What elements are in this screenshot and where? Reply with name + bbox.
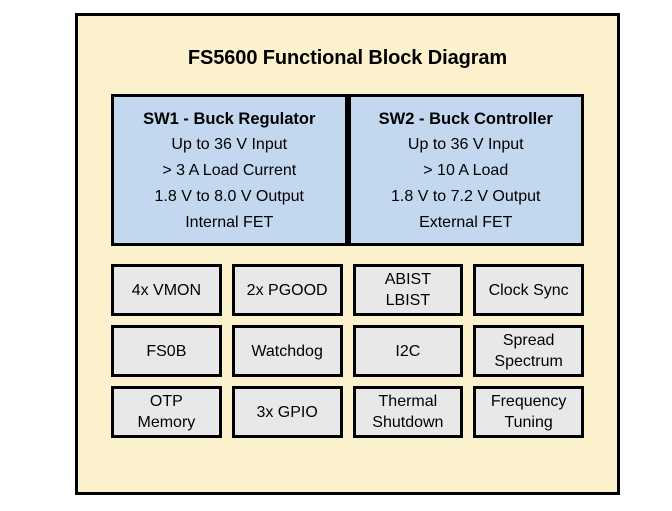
functional-block-diagram: FS5600 Functional Block Diagram SW1 - Bu… — [75, 13, 620, 495]
regulator-block-spec: > 3 A Load Current — [162, 162, 297, 179]
feature-block-pgood: 2x PGOOD — [231, 264, 343, 316]
feature-block-label: FS0B — [146, 342, 187, 360]
feature-block-clock-sync: Clock Sync — [473, 264, 584, 316]
feature-block-label: LBIST — [385, 292, 431, 309]
feature-block-label: Clock Sync — [488, 281, 569, 299]
feature-block-label: 4x VMON — [131, 281, 202, 299]
feature-block-fs0b: FS0B — [111, 325, 222, 377]
feature-block-label: Tuning — [504, 414, 553, 431]
regulator-block-spec: Up to 36 V Input — [171, 136, 288, 153]
regulator-block-spec: 1.8 V to 8.0 V Output — [154, 188, 304, 205]
regulator-block-sw2: SW2 - Buck Controller Up to 36 V Input > 1… — [347, 94, 584, 246]
feature-block-label: Watchdog — [251, 342, 323, 360]
regulator-block-spec: External FET — [419, 214, 513, 231]
feature-block-label: Spectrum — [494, 353, 563, 370]
feature-block-label: Spread — [502, 332, 555, 349]
regulator-block-title: SW1 - Buck Regulator — [143, 110, 316, 128]
regulator-block-spec: Internal FET — [185, 214, 274, 231]
feature-block-gpio: 3x GPIO — [231, 386, 343, 438]
feature-block-i2c: I2C — [352, 325, 464, 377]
feature-block-label: ABIST — [384, 271, 431, 288]
feature-row: 4x VMON 2x PGOOD ABIST LBIST Clock Sync — [111, 264, 584, 316]
feature-block-vmon: 4x VMON — [111, 264, 222, 316]
diagram-title: FS5600 Functional Block Diagram — [187, 47, 508, 69]
regulator-block-spec: Up to 36 V Input — [407, 136, 524, 153]
regulator-block-title: SW2 - Buck Controller — [378, 110, 553, 128]
feature-block-abist-lbist: ABIST LBIST — [352, 264, 464, 316]
feature-block-label: I2C — [395, 342, 421, 360]
feature-block-label: 2x PGOOD — [246, 281, 328, 299]
feature-block-label: 3x GPIO — [256, 403, 318, 421]
regulator-block-row: SW1 - Buck Regulator Up to 36 V Input > 3 … — [111, 94, 584, 246]
feature-block-label: Shutdown — [372, 414, 444, 431]
feature-block-label: OTP — [149, 393, 183, 410]
regulator-block-sw1: SW1 - Buck Regulator Up to 36 V Input > 3 … — [111, 94, 348, 246]
regulator-block-spec: 1.8 V to 7.2 V Output — [391, 188, 541, 205]
feature-block-watchdog: Watchdog — [231, 325, 343, 377]
feature-block-label: Thermal — [378, 393, 438, 410]
regulator-block-spec: > 10 A Load — [423, 162, 509, 179]
feature-block-otp-memory: OTP Memory — [111, 386, 222, 438]
feature-block-label: Frequency — [490, 393, 567, 410]
feature-block-label: Memory — [137, 414, 196, 431]
